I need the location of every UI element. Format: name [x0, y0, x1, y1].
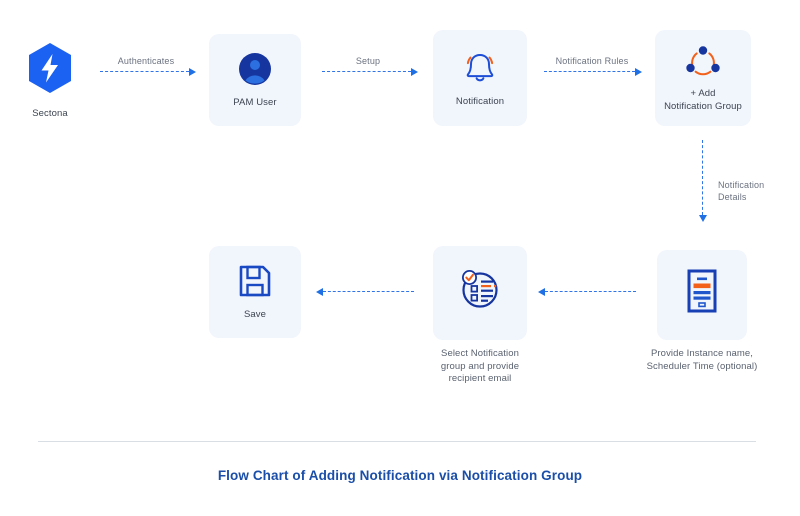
connector-line: [323, 291, 414, 292]
connector-line: [545, 291, 636, 292]
sectona-logo: Sectona: [26, 42, 74, 119]
connector-line: [100, 71, 189, 72]
node-label-save: Save: [243, 309, 267, 321]
connector-select-to-save: [316, 286, 414, 297]
node-caption-select-notification-group: Select Notification group and provide re…: [440, 348, 520, 385]
node-pam-user[interactable]: PAM User: [209, 34, 301, 126]
node-select-notification-group[interactable]: [433, 246, 527, 340]
connector-notification-to-group: [544, 66, 642, 77]
node-caption-provide-instance: Provide Instance name, Scheduler Time (o…: [646, 348, 758, 372]
connector-label-setup: Setup: [355, 56, 381, 66]
connector-group-to-instance: [697, 140, 708, 222]
connector-label-notification-rules: Notification Rules: [555, 56, 629, 66]
connector-instance-to-select: [538, 286, 636, 297]
user-avatar-icon: [236, 50, 274, 88]
connector-line: [322, 71, 411, 72]
arrow-head-left-icon: [316, 287, 323, 296]
sectona-logo-caption: Sectona: [32, 108, 68, 119]
connector-line: [544, 71, 635, 72]
checklist-icon: [456, 265, 504, 313]
connector-line: [702, 140, 703, 215]
node-label-add-notification-group: + Add Notification Group: [664, 88, 742, 112]
connector-label-notification-details: Notification Details: [718, 180, 765, 202]
arrow-head-right-icon: [635, 67, 642, 76]
connector-label-authenticates: Authenticates: [117, 56, 175, 66]
node-provide-instance[interactable]: [657, 250, 747, 340]
arrow-head-right-icon: [411, 67, 418, 76]
node-label-pam-user: PAM User: [233, 97, 277, 109]
group-network-icon: [683, 43, 723, 79]
node-save[interactable]: Save: [209, 246, 301, 338]
bell-icon: [460, 47, 500, 87]
form-document-icon: [684, 268, 720, 314]
node-notification[interactable]: Notification: [433, 30, 527, 126]
connector-sectona-to-pam-user: [100, 66, 196, 77]
node-add-notification-group[interactable]: + Add Notification Group: [655, 30, 751, 126]
node-label-notification: Notification: [455, 96, 505, 108]
arrow-head-right-icon: [189, 67, 196, 76]
floppy-disk-save-icon: [236, 262, 274, 300]
arrow-head-down-icon: [698, 215, 707, 222]
footer-divider: [38, 441, 756, 442]
sectona-hexagon-icon: [27, 42, 73, 99]
arrow-head-left-icon: [538, 287, 545, 296]
footer-title: Flow Chart of Adding Notification via No…: [217, 468, 583, 483]
connector-pam-user-to-notification: [322, 66, 418, 77]
